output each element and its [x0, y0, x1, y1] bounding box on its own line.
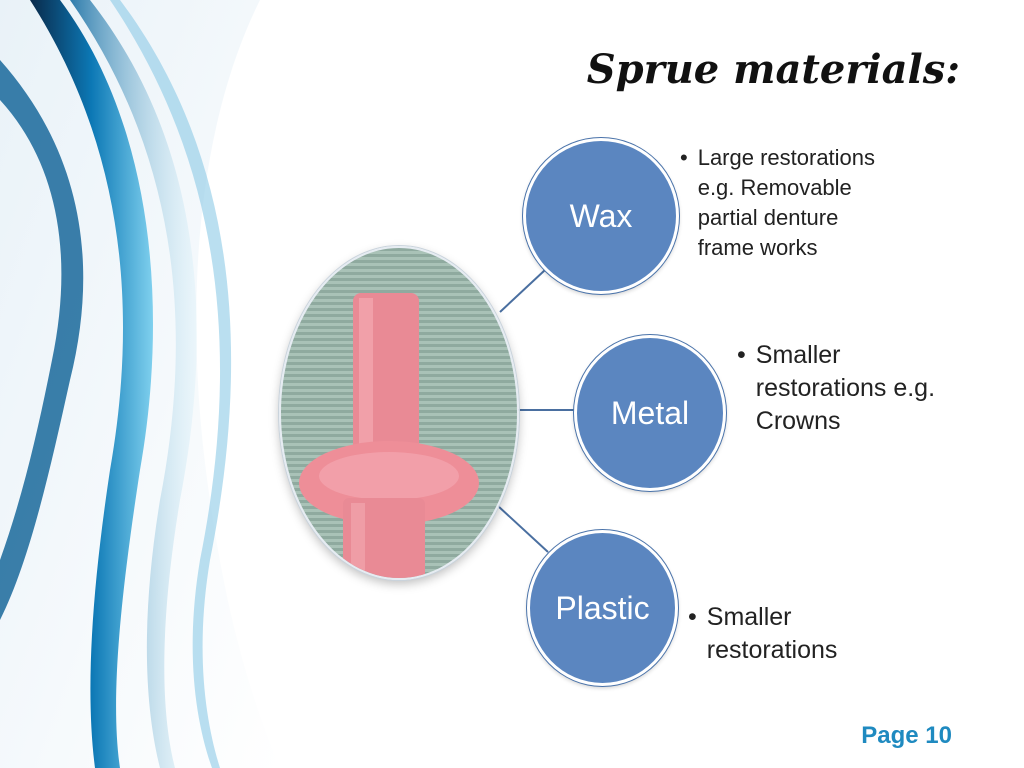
bullet-plastic: • Smaller restorations: [688, 601, 908, 667]
connector-wax: [499, 269, 546, 313]
page-number: Page 10: [861, 722, 952, 749]
bullet-wax: • Large restorations e.g. Removable part…: [680, 143, 910, 263]
sprue-image: [299, 293, 479, 578]
bullet-dot: •: [688, 603, 697, 631]
node-wax-label: Wax: [569, 197, 633, 234]
node-plastic-label: Plastic: [555, 589, 650, 626]
bullet-wax-text: Large restorations e.g. Removable partia…: [697, 145, 876, 260]
bullet-dot: •: [737, 341, 746, 369]
node-wax: Wax: [523, 138, 679, 294]
node-plastic: Plastic: [527, 530, 678, 686]
bullet-metal: • Smaller restorations e.g. Crowns: [737, 339, 977, 438]
bullet-metal-text: Smaller restorations e.g. Crowns: [755, 341, 936, 435]
node-metal: Metal: [574, 335, 726, 491]
bullet-dot: •: [680, 145, 688, 170]
slide-title: Sprue materials:: [586, 46, 960, 93]
connector-plastic: [497, 505, 549, 553]
node-metal-label: Metal: [610, 394, 690, 431]
bullet-plastic-text: Smaller restorations: [706, 603, 838, 664]
sprue-photo: [279, 246, 519, 580]
